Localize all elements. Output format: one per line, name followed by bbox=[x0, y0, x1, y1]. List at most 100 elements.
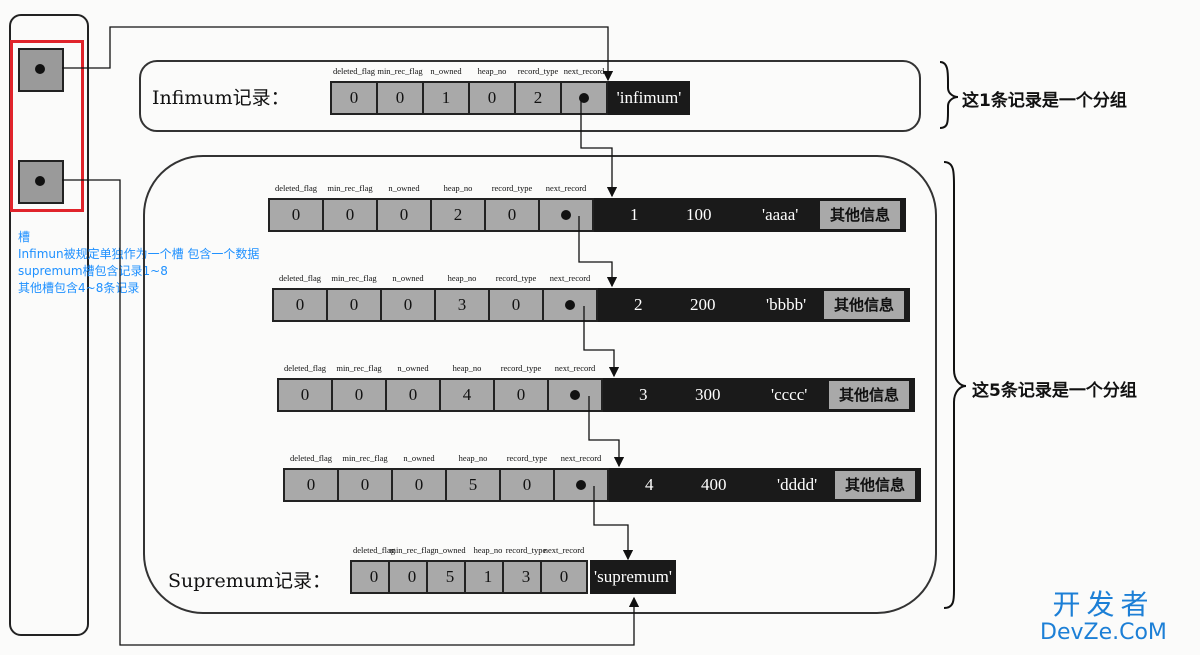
field-header: next_record bbox=[560, 453, 602, 463]
field-header: heap_no bbox=[473, 545, 503, 555]
pointer-dot bbox=[576, 480, 586, 490]
field-cell: 0 bbox=[493, 378, 549, 412]
record-string: 'cccc' bbox=[771, 385, 808, 404]
record-id: 4 bbox=[645, 475, 654, 494]
field-header: n_owned bbox=[434, 545, 466, 555]
slot2-arrow bbox=[62, 179, 640, 646]
field-header: record_type bbox=[500, 363, 542, 373]
field-header: n_owned bbox=[397, 363, 429, 373]
field-header: heap_no bbox=[458, 453, 488, 463]
page-directory bbox=[9, 14, 89, 636]
field-cell: 0 bbox=[277, 378, 333, 412]
pointer-dot bbox=[579, 93, 589, 103]
other-info: 其他信息 bbox=[820, 201, 900, 229]
field-header: deleted_flag bbox=[332, 66, 375, 76]
next-record-cell bbox=[560, 81, 608, 115]
record-string: 'dddd' bbox=[777, 475, 818, 494]
field-header: min_rec_flag bbox=[342, 453, 388, 463]
next-arrow-1 bbox=[578, 216, 618, 288]
field-cell: 5 bbox=[445, 468, 501, 502]
slot-highlight-box bbox=[10, 40, 84, 212]
next-record-cell bbox=[538, 198, 594, 232]
field-cell: 0 bbox=[468, 81, 516, 115]
field-header: n_owned bbox=[388, 183, 420, 193]
other-info: 其他信息 bbox=[829, 381, 909, 409]
field-cell: 0 bbox=[376, 198, 432, 232]
field-header: heap_no bbox=[452, 363, 482, 373]
infimum-group-box bbox=[139, 60, 921, 132]
field-cell: 0 bbox=[488, 288, 544, 322]
next-arrow-2 bbox=[583, 306, 620, 378]
next-arrow-4 bbox=[593, 486, 634, 561]
field-header: n_owned bbox=[430, 66, 462, 76]
record-id: 3 bbox=[639, 385, 648, 404]
field-header: min_rec_flag bbox=[336, 363, 382, 373]
field-header: deleted_flag bbox=[274, 183, 317, 193]
pointer-dot bbox=[570, 390, 580, 400]
field-header: heap_no bbox=[477, 66, 507, 76]
field-header: next_record bbox=[545, 183, 587, 193]
record-id: 2 bbox=[634, 295, 643, 314]
field-cell: 2 bbox=[430, 198, 486, 232]
slot-pointer-dot bbox=[35, 176, 45, 186]
field-header: heap_no bbox=[443, 183, 473, 193]
field-header: record_type bbox=[506, 453, 548, 463]
field-header: record_type bbox=[505, 545, 547, 555]
record-number: 400 bbox=[701, 475, 727, 494]
five-record-group-box bbox=[143, 155, 937, 614]
field-cell: 0 bbox=[326, 288, 382, 322]
watermark-cn: 开发者 bbox=[1052, 588, 1155, 621]
supremum-tail: 'supremum' bbox=[590, 560, 676, 594]
other-info: 其他信息 bbox=[835, 471, 915, 499]
next-arrow-inf bbox=[580, 100, 618, 198]
field-header: n_owned bbox=[403, 453, 435, 463]
pointer-dot bbox=[565, 300, 575, 310]
field-cell: 0 bbox=[484, 198, 540, 232]
field-cell: 0 bbox=[385, 378, 441, 412]
field-header: min_rec_flag bbox=[377, 66, 423, 76]
group5-label: 这5条记录是一个分组 bbox=[972, 381, 1137, 401]
field-cell: 0 bbox=[376, 81, 424, 115]
slot-pointer-dot bbox=[35, 64, 45, 74]
slot-supremum bbox=[18, 160, 64, 204]
infimum-label: Infimum记录： bbox=[152, 87, 290, 109]
field-cell: 0 bbox=[331, 378, 387, 412]
group1-label: 这1条记录是一个分组 bbox=[962, 91, 1127, 111]
field-cell: 4 bbox=[439, 378, 495, 412]
field-header: deleted_flag bbox=[278, 273, 321, 283]
supremum-label: Supremum记录： bbox=[168, 570, 332, 592]
record-number: 200 bbox=[690, 295, 716, 314]
field-header: deleted_flag bbox=[289, 453, 332, 463]
field-cell: 0 bbox=[268, 198, 324, 232]
field-header: min_rec_flag bbox=[389, 545, 435, 555]
field-header: deleted_flag bbox=[283, 363, 326, 373]
field-header: next_record bbox=[543, 545, 585, 555]
field-cell: 0 bbox=[322, 198, 378, 232]
field-header: min_rec_flag bbox=[327, 183, 373, 193]
pointer-dot bbox=[561, 210, 571, 220]
field-header: record_type bbox=[517, 66, 559, 76]
next-record-cell bbox=[542, 288, 598, 322]
record-string: 'bbbb' bbox=[766, 295, 807, 314]
next-arrow-3 bbox=[588, 396, 625, 468]
field-header: n_owned bbox=[392, 273, 424, 283]
note-line: 其他槽包含4~8条记录 bbox=[18, 281, 140, 295]
next-record-cell bbox=[553, 468, 609, 502]
slot-infimum bbox=[18, 48, 64, 92]
field-cell: 0 bbox=[380, 288, 436, 322]
field-cell: 0 bbox=[330, 81, 378, 115]
field-header: heap_no bbox=[447, 273, 477, 283]
field-header: record_type bbox=[495, 273, 537, 283]
field-header: min_rec_flag bbox=[331, 273, 377, 283]
record-string: 'aaaa' bbox=[762, 205, 799, 224]
annotation-note: 槽 Infimun被规定单独作为一个槽 包含一个数据 supremum槽包含记录… bbox=[18, 229, 259, 297]
infimum-tail: 'infimum' bbox=[608, 81, 690, 115]
next-record-cell: 0 bbox=[540, 560, 588, 594]
note-line: 槽 bbox=[18, 230, 31, 244]
note-line: supremum槽包含记录1~8 bbox=[18, 264, 168, 278]
watermark-logo: 开发者 DevZe.CoM bbox=[1040, 590, 1167, 646]
field-cell: 1 bbox=[422, 81, 470, 115]
slot1-arrow bbox=[62, 26, 614, 82]
field-header: next_record bbox=[563, 66, 605, 76]
